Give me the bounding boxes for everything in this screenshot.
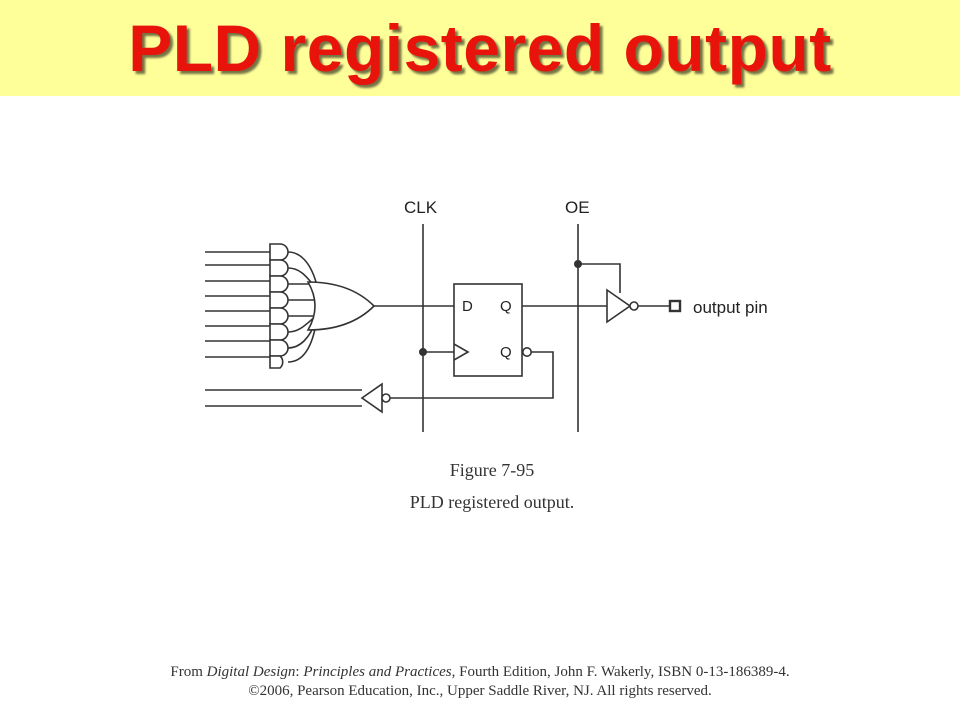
d-input-label: D (462, 298, 473, 315)
oe-to-buffer-wire (578, 263, 621, 293)
q-bar-output-label: Q (500, 344, 512, 361)
copyright-notice: ©2006, Pearson Education, Inc., Upper Sa… (248, 683, 712, 699)
and-array-inputs (205, 251, 270, 358)
output-buffer (606, 288, 632, 324)
slide-title: PLD registered output (128, 11, 832, 85)
source-prefix: From (170, 664, 207, 680)
feedback-buffer-bubble (381, 393, 391, 403)
q-bar-bubble (521, 346, 532, 357)
output-pin-label: output pin (693, 298, 768, 317)
source-book-title: Digital Design (206, 664, 296, 680)
or-gate (306, 281, 376, 331)
clock-input-triangle (453, 343, 470, 361)
source-citation: From Digital Design: Principles and Prac… (0, 664, 960, 681)
clk-label: CLK (404, 198, 438, 217)
d-flip-flop (453, 283, 523, 377)
output-buffer-bubble (629, 301, 639, 311)
figure-number: Figure 7-95 (449, 460, 535, 480)
source-details: , Fourth Edition, John F. Wakerly, ISBN … (451, 664, 790, 680)
oe-label: OE (565, 198, 590, 217)
and-to-or-wires (287, 251, 318, 363)
title-band (0, 0, 960, 96)
source-separator: : (295, 664, 304, 680)
feedback-wire (390, 351, 554, 399)
feedback-buffer (360, 382, 383, 414)
and-gates (269, 243, 289, 369)
figure-caption: PLD registered output. (409, 492, 575, 512)
output-pin-square (668, 299, 682, 313)
source-book-subtitle: Principles and Practices (303, 664, 452, 680)
q-output-label: Q (500, 298, 512, 315)
